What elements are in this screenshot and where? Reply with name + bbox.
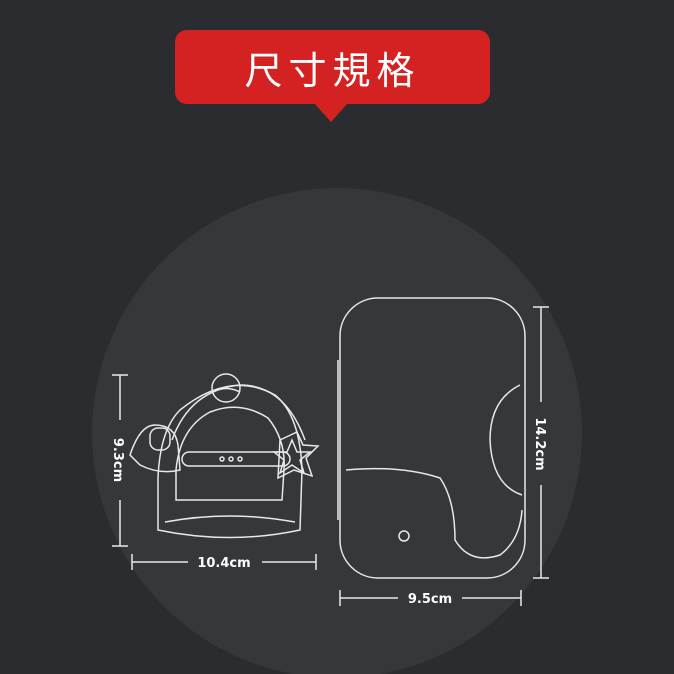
teether-height-dimension: [112, 374, 128, 547]
case-width-label: 9.5cm: [408, 592, 452, 607]
title-banner: 尺寸規格: [175, 30, 490, 104]
background-circle: [92, 188, 582, 674]
teether-outline: [129, 373, 320, 539]
teether-height-label: 9.3cm: [110, 438, 125, 482]
teether-width-dimension: [131, 554, 317, 570]
case-height-label: 14.2cm: [532, 417, 547, 470]
banner-pointer: [314, 103, 348, 122]
storage-case-outline: [337, 297, 526, 579]
teether-width-label: 10.4cm: [197, 556, 250, 571]
title: 尺寸規格: [244, 48, 421, 93]
case-height-dimension: [533, 306, 549, 579]
case-width-dimension: [339, 590, 522, 606]
